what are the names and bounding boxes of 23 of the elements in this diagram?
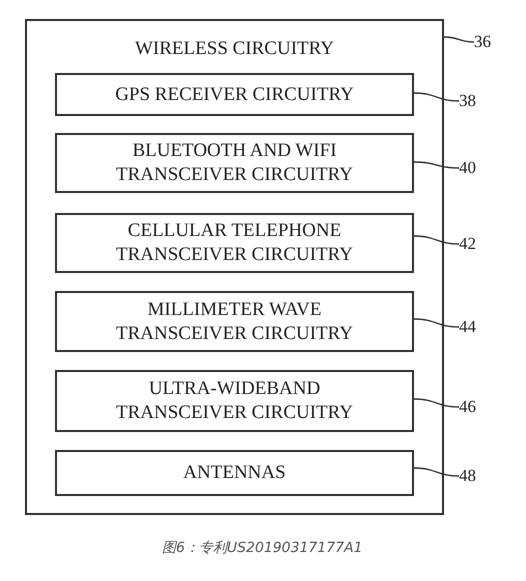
leader-line [414, 318, 460, 328]
leader-line [414, 398, 460, 408]
leader-line [414, 161, 460, 169]
reference-numeral: 40 [459, 159, 476, 177]
block-box: BLUETOOTH AND WIFI TRANSCEIVER CIRCUITRY [55, 133, 414, 193]
reference-numeral: 42 [459, 235, 476, 253]
leader-line [414, 92, 460, 102]
caption: 图6：专利US20190317177A1 [162, 539, 363, 557]
box-heading: WIRELESS CIRCUITRY [135, 38, 334, 59]
reference-numeral: 36 [474, 33, 491, 51]
leader-line [414, 235, 460, 245]
reference-numeral: 48 [459, 467, 476, 485]
reference-numeral: 38 [459, 92, 476, 110]
block-box: MILLIMETER WAVE TRANSCEIVER CIRCUITRY [55, 291, 414, 352]
block-box: ULTRA-WIDEBAND TRANSCEIVER CIRCUITRY [55, 370, 414, 432]
block-box: ANTENNAS [55, 450, 414, 496]
block-box: GPS RECEIVER CIRCUITRY [55, 73, 414, 116]
block-box: CELLULAR TELEPHONE TRANSCEIVER CIRCUITRY [55, 213, 414, 273]
leader-line [414, 467, 460, 477]
outer-box [25, 19, 444, 515]
reference-numeral: 44 [459, 318, 476, 336]
reference-numeral: 46 [459, 398, 476, 416]
leader-line [444, 36, 474, 43]
